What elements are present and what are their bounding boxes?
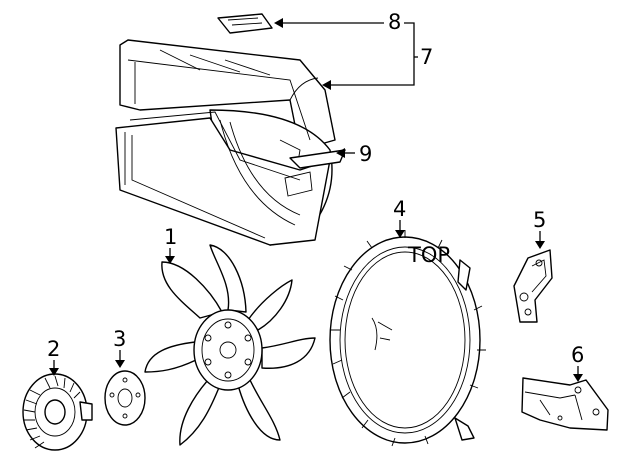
bracket-upper [513,249,553,323]
callout-label-7: 7 [420,45,433,69]
callout-4: 4 [393,197,406,238]
callout-label-8: 8 [388,10,401,34]
fan-ring: TOP [329,230,486,447]
callout-7: 7 [322,22,433,90]
callout-5: 5 [533,208,546,249]
callout-label-5: 5 [533,208,546,232]
callout-label-4: 4 [393,197,406,221]
callout-1: 1 [164,225,177,264]
callout-label-1: 1 [164,225,177,249]
callout-label-3: 3 [113,327,126,351]
callout-9: 9 [336,142,372,166]
callout-label-6: 6 [571,343,584,367]
callout-8: 8 [274,10,401,34]
bracket-lower [521,377,609,431]
ring-stamp: TOP [407,243,450,267]
callout-2: 2 [47,337,60,376]
fan-clutch [22,373,93,451]
callout-label-2: 2 [47,337,60,361]
spacer-plate [104,370,146,426]
callout-6: 6 [571,343,584,382]
label-plate [217,13,273,34]
callout-3: 3 [113,327,126,368]
callout-label-9: 9 [359,142,372,166]
fan-shroud [115,39,336,246]
fan-blade [144,244,316,446]
deflector-tab [289,149,346,169]
